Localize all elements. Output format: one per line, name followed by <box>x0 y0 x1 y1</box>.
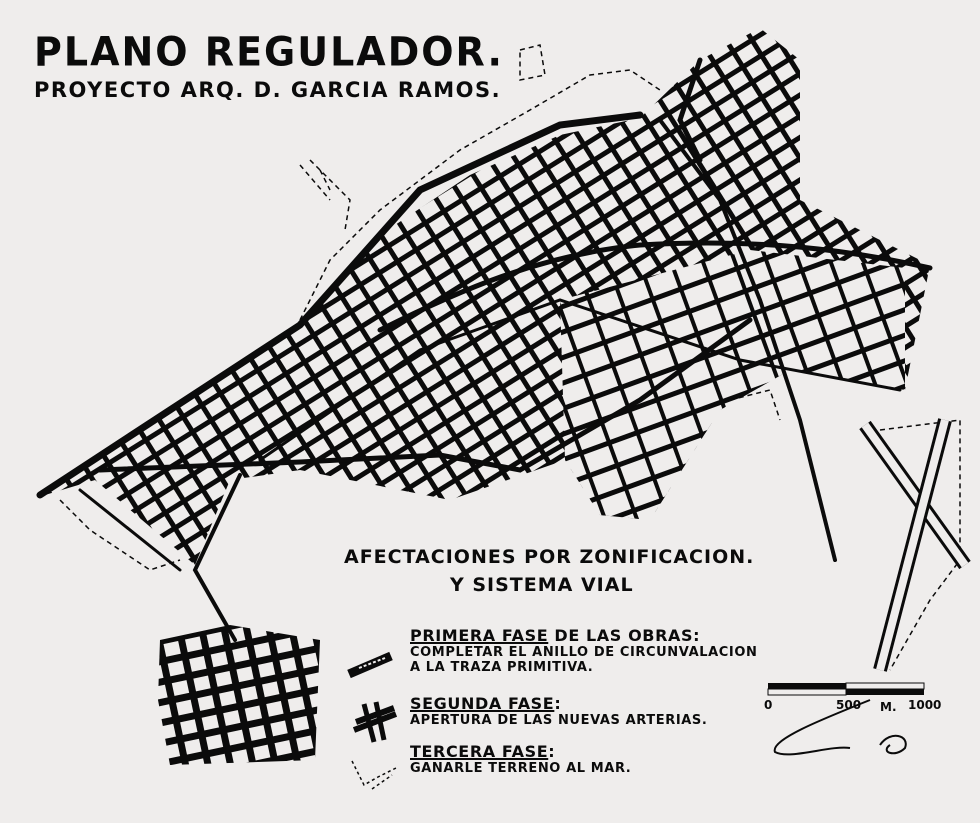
phase-2-title-rest: : <box>554 694 562 713</box>
phase-1-title-rest: DE LAS OBRAS: <box>548 626 701 645</box>
road-network <box>36 57 933 642</box>
legend-heading-line1: AFECTACIONES POR ZONIFICACION. <box>344 546 755 568</box>
scale-label-500: 500 <box>836 698 862 712</box>
phase-3-title: TERCERA FASE <box>410 742 549 761</box>
airport-runways <box>859 418 971 672</box>
scale-label-1000: 1000 <box>908 698 942 712</box>
phase-1-desc-line2: A LA TRAZA PRIMITIVA. <box>410 660 594 675</box>
dashed-reclaimed-land-icon <box>351 760 399 790</box>
legend-item-phase-3: TERCERA FASE: GANARLE TERRENO AL MAR. <box>410 742 632 777</box>
map-subtitle: PROYECTO ARQ. D. GARCIA RAMOS. <box>34 78 502 102</box>
phase-1-title: PRIMERA FASE <box>410 626 549 645</box>
phase-1-desc-line1: COMPLETAR EL ANILLO DE CIRCUNVALACION <box>410 645 758 660</box>
scale-unit: M. <box>880 700 897 714</box>
scale-bar <box>767 682 925 696</box>
phase-2-desc-line1: APERTURA DE LAS NUEVAS ARTERIAS. <box>410 713 708 728</box>
legend-item-phase-2: SEGUNDA FASE: APERTURA DE LAS NUEVAS ART… <box>410 694 708 729</box>
thick-road-icon <box>347 651 393 679</box>
urban-blocks <box>45 28 930 765</box>
phase-2-title: SEGUNDA FASE <box>410 694 555 713</box>
architect-signature <box>773 699 907 756</box>
legend-item-phase-1: PRIMERA FASE DE LAS OBRAS: COMPLETAR EL … <box>410 626 758 676</box>
crossing-arteries-icon <box>352 701 398 743</box>
scale-label-0: 0 <box>764 698 773 712</box>
map-title: PLANO REGULADOR. <box>34 28 504 76</box>
phase-3-title-rest: : <box>548 742 556 761</box>
phase-3-desc-line1: GANARLE TERRENO AL MAR. <box>410 761 632 776</box>
legend-heading-line2: Y SISTEMA VIAL <box>450 574 634 596</box>
